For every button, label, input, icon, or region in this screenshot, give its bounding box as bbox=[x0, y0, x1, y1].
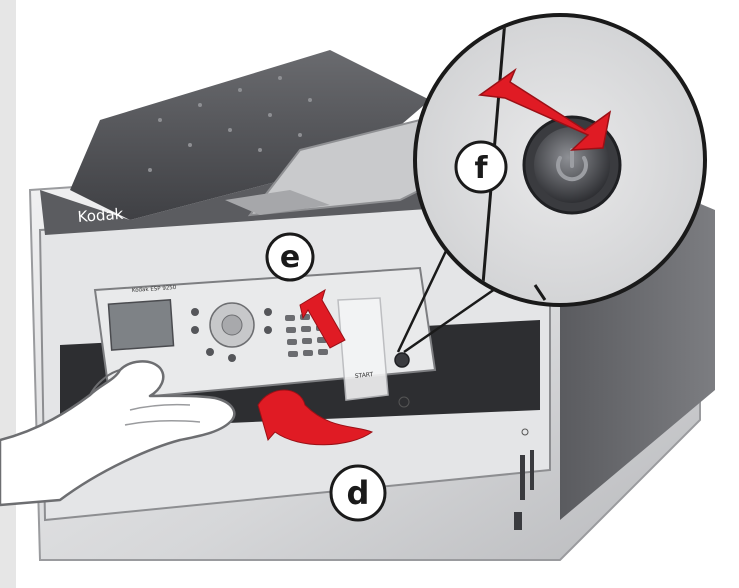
ok-button[interactable] bbox=[221, 314, 243, 336]
start-label: START bbox=[354, 371, 373, 380]
brand-logo: Kodak bbox=[77, 205, 124, 226]
model-label: Kodak ESP 9250 bbox=[132, 285, 177, 294]
lcd-screen bbox=[107, 299, 175, 351]
feeder-guide bbox=[225, 190, 330, 215]
zoom-callout bbox=[413, 13, 707, 307]
lid-texture bbox=[148, 76, 312, 172]
svg-text:d: d bbox=[347, 474, 370, 512]
callout-d: d bbox=[329, 464, 387, 522]
arrow-e bbox=[299, 288, 346, 349]
status-light bbox=[521, 428, 529, 436]
start-area bbox=[337, 297, 389, 401]
power-icon bbox=[556, 148, 588, 182]
keypad[interactable] bbox=[285, 313, 328, 357]
arrow-d bbox=[257, 389, 374, 446]
control-panel: Kodak ESP 9250 START bbox=[93, 266, 437, 408]
wifi-icon bbox=[398, 396, 410, 408]
callout-e: e bbox=[265, 232, 315, 282]
svg-text:e: e bbox=[280, 240, 300, 275]
arrow-f bbox=[477, 67, 612, 151]
scanner-lid bbox=[70, 50, 430, 220]
panel-buttons[interactable] bbox=[191, 308, 272, 362]
power-button[interactable] bbox=[394, 352, 410, 368]
callout-f: f bbox=[454, 140, 508, 194]
hand-illustration bbox=[0, 360, 236, 507]
svg-text:f: f bbox=[474, 151, 488, 186]
memory-card-slots bbox=[514, 450, 534, 530]
